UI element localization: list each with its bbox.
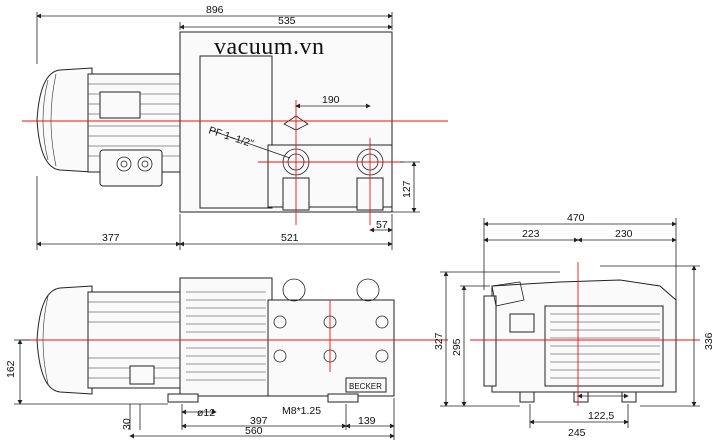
dim-535: 535: [278, 15, 296, 27]
dim-245: 245: [568, 427, 586, 439]
end-foot-mid: [573, 391, 589, 403]
dim-190: 190: [322, 94, 340, 106]
end-label-plate: [509, 313, 535, 333]
dim-223: 223: [522, 228, 540, 240]
dim-327: 327: [433, 332, 445, 350]
dim-162: 162: [5, 360, 17, 378]
dim-896: 896: [206, 4, 224, 16]
side-view: BECKER 162 30 ø12 M8*1.25 397 139 560: [5, 277, 448, 440]
terminal-box: [99, 149, 163, 187]
dim-m8: M8*1.25: [282, 405, 321, 417]
dim-127: 127: [401, 180, 413, 198]
motor-plate: [99, 91, 141, 119]
dim-521: 521: [281, 232, 299, 244]
end-view: 470 223 230 327 295 336 122,5 245: [433, 212, 715, 439]
dim-57: 57: [376, 219, 388, 231]
dim-470: 470: [567, 212, 585, 224]
watermark: vacuum.vn: [214, 34, 325, 60]
dim-377: 377: [102, 232, 120, 244]
end-foot-right: [621, 391, 637, 403]
dim-397: 397: [250, 415, 268, 427]
side-terminal: [129, 365, 155, 385]
end-foot-left: [519, 391, 535, 403]
foot-left: [167, 393, 199, 403]
side-housing: [179, 277, 273, 397]
brand-label: BECKER: [349, 382, 382, 391]
end-side-panel: [483, 295, 497, 387]
end-inlet: [491, 281, 525, 307]
motor-fan-cover: [36, 67, 93, 173]
motor-flange: [199, 55, 273, 209]
dim-230: 230: [615, 228, 633, 240]
foot-right: [327, 393, 359, 403]
brand-plate: [345, 377, 387, 393]
dim-12: ø12: [197, 407, 215, 419]
dim-139: 139: [358, 415, 376, 427]
top-view: 896 535 190 PF 1–1/2" 127 57 377 521: [22, 4, 448, 250]
dim-122-5: 122,5: [588, 410, 614, 422]
dim-295: 295: [451, 338, 463, 356]
dim-336: 336: [703, 332, 715, 350]
dim-30: 30: [121, 418, 133, 430]
dim-560: 560: [245, 425, 263, 437]
